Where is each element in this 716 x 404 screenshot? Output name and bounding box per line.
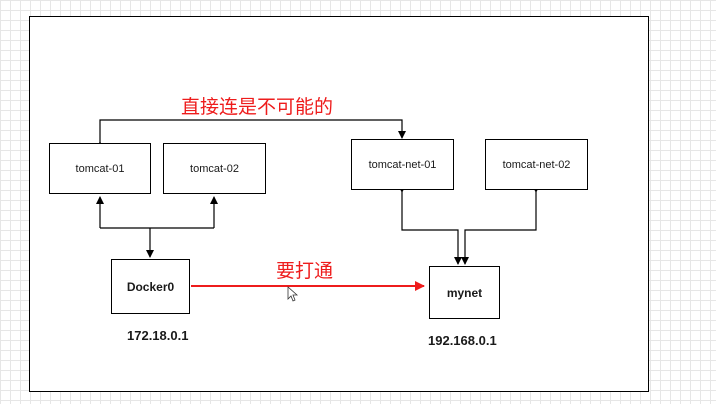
annotation-middle: 要打通 xyxy=(276,260,334,282)
diagram-frame xyxy=(29,16,649,392)
node-tomcat-net-01: tomcat-net-01 xyxy=(351,139,454,190)
node-tomcat-01: tomcat-01 xyxy=(49,143,151,194)
node-tomcat-net-02: tomcat-net-02 xyxy=(485,139,588,190)
docker0-ip: 172.18.0.1 xyxy=(127,328,189,343)
cursor-icon xyxy=(287,286,299,302)
node-docker0: Docker0 xyxy=(111,259,190,314)
mynet-ip: 192.168.0.1 xyxy=(428,333,497,348)
annotation-top: 直接连是不可能的 xyxy=(181,96,334,118)
node-mynet: mynet xyxy=(429,266,500,319)
top-connector xyxy=(96,119,406,149)
mynet-link-1 xyxy=(398,185,462,265)
node-tomcat-02: tomcat-02 xyxy=(163,143,266,194)
mynet-link-2 xyxy=(461,185,540,265)
